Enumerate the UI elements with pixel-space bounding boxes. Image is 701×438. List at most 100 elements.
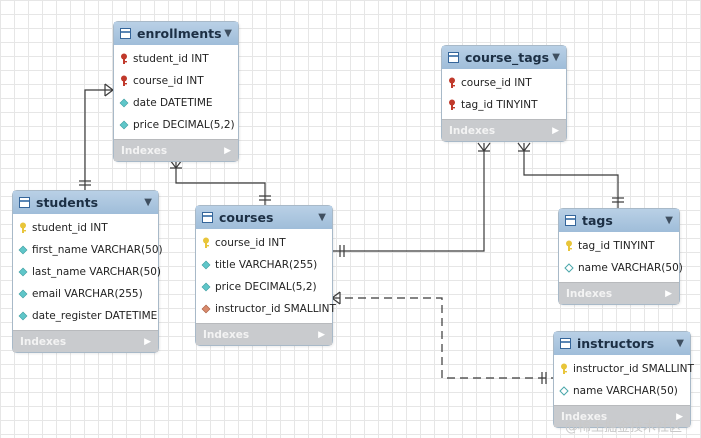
column-text: instructor_id SMALLINT: [573, 363, 694, 375]
column-row[interactable]: name VARCHAR(50): [554, 380, 690, 402]
triangle-right-icon[interactable]: ▶: [224, 145, 231, 156]
relationship-courses-instructors[interactable]: [331, 291, 554, 384]
table-course-tags[interactable]: course_tags ▼ course_id INT tag_id TINYIN…: [441, 45, 567, 142]
column-text: tag_id TINYINT: [578, 240, 655, 252]
column-row[interactable]: date_register DATETIME: [13, 305, 158, 327]
triangle-right-icon[interactable]: ▶: [676, 411, 683, 422]
column-row[interactable]: course_id INT: [196, 232, 332, 254]
red-key-icon: [119, 75, 129, 87]
table-name: students: [36, 195, 99, 210]
column-text: name VARCHAR(50): [573, 385, 678, 397]
chevron-down-icon[interactable]: ▼: [676, 338, 684, 349]
column-row[interactable]: price DECIMAL(5,2): [196, 276, 332, 298]
table-icon: [120, 28, 131, 39]
relationship-coursetags-courses[interactable]: [332, 142, 491, 257]
column-row[interactable]: tag_id TINYINT: [559, 235, 679, 257]
column-row[interactable]: price DECIMAL(5,2): [114, 114, 238, 136]
key-icon: [564, 240, 574, 252]
indexes-footer[interactable]: Indexes ▶: [559, 282, 679, 304]
table-header[interactable]: course_tags ▼: [442, 46, 566, 69]
column-text: first_name VARCHAR(50): [32, 244, 163, 256]
column-text: instructor_id SMALLINT: [215, 303, 336, 315]
key-icon: [559, 363, 569, 375]
column-text: price DECIMAL(5,2): [215, 281, 317, 293]
indexes-footer[interactable]: Indexes ▶: [554, 405, 690, 427]
indexes-footer[interactable]: Indexes ▶: [196, 323, 332, 345]
column-list: student_id INT first_name VARCHAR(50) last…: [13, 214, 163, 330]
table-header[interactable]: instructors ▼: [554, 332, 690, 355]
column-text: course_id INT: [461, 77, 532, 89]
chevron-down-icon[interactable]: ▼: [552, 52, 560, 63]
table-tags[interactable]: tags ▼ tag_id TINYINT name VARCHAR(50) In…: [558, 208, 683, 305]
triangle-right-icon[interactable]: ▶: [552, 125, 559, 136]
table-name: instructors: [577, 336, 655, 351]
indexes-label: Indexes: [449, 124, 496, 137]
column-text: last_name VARCHAR(50): [32, 266, 162, 278]
red-key-icon: [447, 99, 457, 111]
column-row[interactable]: course_id INT: [442, 72, 566, 94]
indexes-label: Indexes: [203, 328, 250, 341]
indexes-footer[interactable]: Indexes ▶: [13, 330, 158, 352]
column-row[interactable]: student_id INT: [13, 217, 158, 239]
table-name: tags: [582, 213, 613, 228]
cyan-diamond-icon: [201, 281, 211, 293]
cyan-diamond-icon: [18, 266, 28, 278]
column-row[interactable]: last_name VARCHAR(50): [13, 261, 162, 283]
chevron-down-icon[interactable]: ▼: [318, 212, 326, 223]
column-text: email VARCHAR(255): [32, 288, 143, 300]
column-row[interactable]: name VARCHAR(50): [559, 257, 683, 279]
table-header[interactable]: tags ▼: [559, 209, 679, 232]
chevron-down-icon[interactable]: ▼: [665, 215, 673, 226]
column-list: student_id INT course_id INT date DATETIME…: [114, 45, 238, 139]
table-icon: [19, 197, 30, 208]
table-header[interactable]: courses ▼: [196, 206, 332, 229]
column-row[interactable]: instructor_id SMALLINT: [196, 298, 336, 320]
column-text: price DECIMAL(5,2): [133, 119, 235, 131]
table-instructors[interactable]: instructors ▼ instructor_id SMALLINT name…: [553, 331, 694, 428]
triangle-right-icon[interactable]: ▶: [665, 288, 672, 299]
indexes-label: Indexes: [566, 287, 613, 300]
relationship-enrollments-courses[interactable]: [169, 159, 271, 205]
chevron-down-icon[interactable]: ▼: [144, 197, 152, 208]
triangle-right-icon[interactable]: ▶: [144, 336, 151, 347]
column-row[interactable]: email VARCHAR(255): [13, 283, 158, 305]
column-list: course_id INT tag_id TINYINT: [442, 69, 566, 119]
relationship-enrollments-students[interactable]: [79, 83, 114, 190]
key-icon: [201, 237, 211, 249]
column-row[interactable]: instructor_id SMALLINT: [554, 358, 694, 380]
column-text: date DATETIME: [133, 97, 213, 109]
table-icon: [202, 212, 213, 223]
column-row[interactable]: date DATETIME: [114, 92, 238, 114]
table-enrollments[interactable]: enrollments ▼ student_id INT course_id IN…: [113, 21, 239, 162]
cyan-diamond-icon: [18, 310, 28, 322]
red-diamond-icon: [201, 303, 211, 315]
column-row[interactable]: title VARCHAR(255): [196, 254, 332, 276]
indexes-label: Indexes: [121, 144, 168, 157]
column-list: instructor_id SMALLINT name VARCHAR(50): [554, 355, 694, 405]
table-name: course_tags: [465, 50, 550, 65]
column-row[interactable]: student_id INT: [114, 48, 238, 70]
key-icon: [18, 222, 28, 234]
column-text: name VARCHAR(50): [578, 262, 683, 274]
column-row[interactable]: first_name VARCHAR(50): [13, 239, 163, 261]
table-icon: [560, 338, 571, 349]
indexes-footer[interactable]: Indexes ▶: [442, 119, 566, 141]
table-name: enrollments: [137, 26, 222, 41]
table-header[interactable]: enrollments ▼: [114, 22, 238, 45]
column-row[interactable]: tag_id TINYINT: [442, 94, 566, 116]
table-icon: [448, 52, 459, 63]
chevron-down-icon[interactable]: ▼: [224, 28, 232, 39]
table-header[interactable]: students ▼: [13, 191, 158, 214]
relationship-coursetags-tags[interactable]: [517, 142, 624, 208]
triangle-right-icon[interactable]: ▶: [318, 329, 325, 340]
watermark-text: @稀土掘金技术社区: [565, 420, 683, 435]
cyan-diamond-icon: [18, 288, 28, 300]
indexes-footer[interactable]: Indexes ▶: [114, 139, 238, 161]
column-text: course_id INT: [133, 75, 204, 87]
table-students[interactable]: students ▼ student_id INT first_name VARC…: [12, 190, 163, 353]
column-row[interactable]: course_id INT: [114, 70, 238, 92]
hollow-diamond-icon: [559, 385, 569, 397]
